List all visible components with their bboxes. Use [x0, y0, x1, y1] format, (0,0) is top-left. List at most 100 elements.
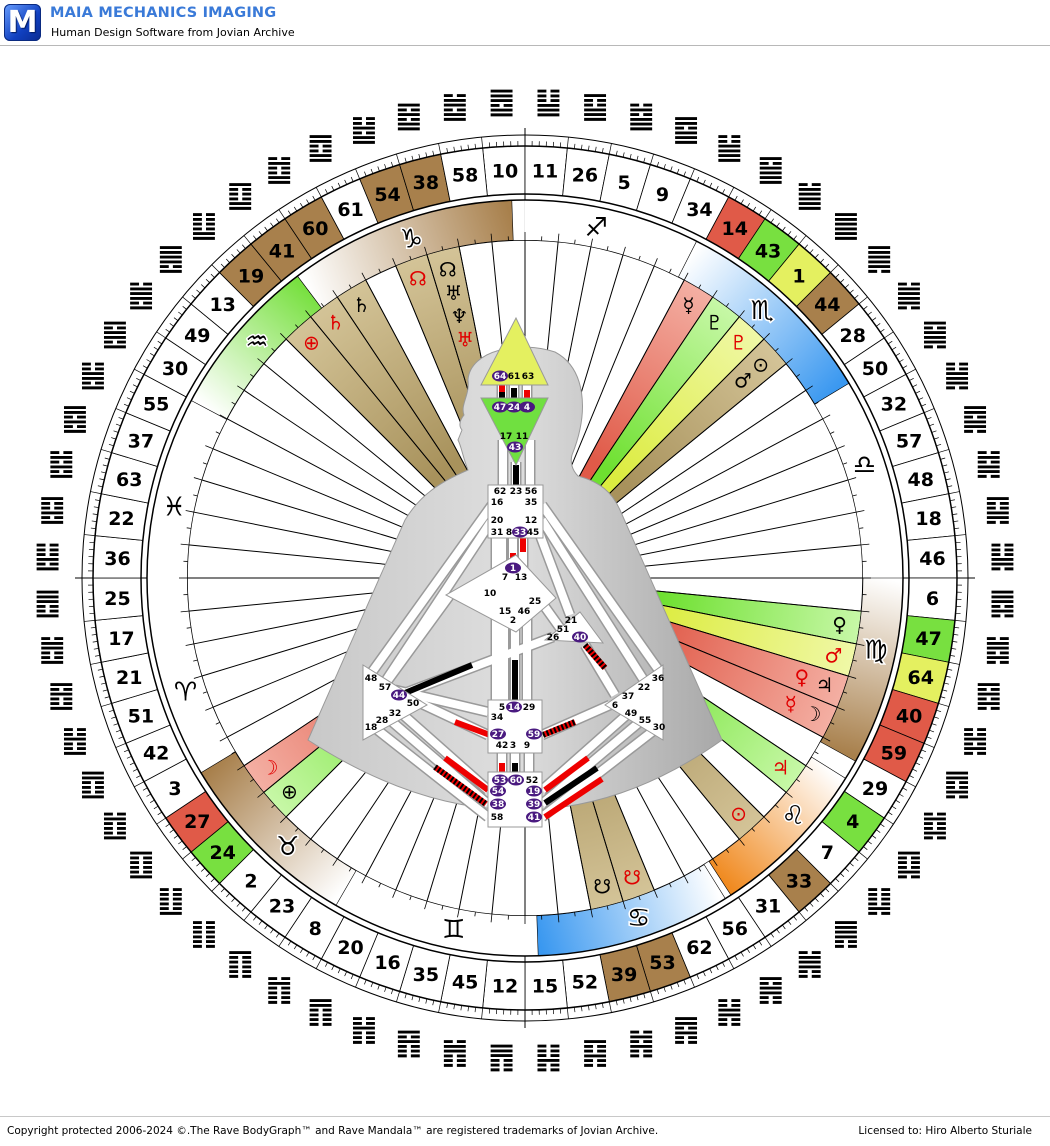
tick	[934, 717, 939, 719]
tick	[101, 449, 112, 452]
tick	[338, 183, 340, 188]
planet-symbol-icon: ♇	[730, 330, 748, 354]
tick	[221, 264, 224, 268]
tick	[868, 312, 872, 315]
bodygraph-gate-label: 10	[484, 589, 497, 599]
tick	[912, 385, 916, 387]
tick	[237, 903, 240, 907]
tick	[888, 341, 892, 344]
tick	[609, 144, 611, 155]
bodygraph-gate-label: 54	[492, 787, 505, 797]
hexagram-icon: ䷺	[944, 766, 971, 801]
tick	[259, 921, 262, 925]
tick	[433, 151, 434, 156]
tick	[588, 1005, 589, 1010]
bodygraph-gate-label: 36	[652, 674, 665, 684]
hexagram-icon: ䷳	[582, 1035, 609, 1070]
tick	[710, 969, 712, 974]
hexagram-icon: ䷞	[796, 946, 823, 981]
zodiac-capricorn-icon: ♑	[400, 225, 423, 255]
gate-number: 36	[104, 548, 130, 570]
bodygraph-gate-label: 22	[638, 683, 651, 693]
tick	[461, 146, 462, 151]
bodygraph-gate-label: 14	[508, 703, 521, 713]
bodygraph-gate-label: 16	[491, 498, 504, 508]
zodiac-pisces-icon: ♓	[163, 493, 186, 523]
gate-number: 52	[572, 972, 598, 994]
hexagram-icon: ䷅	[989, 585, 1016, 620]
tick	[690, 169, 694, 179]
planet-symbol-icon: ♂	[734, 369, 752, 393]
tick	[759, 211, 762, 215]
gate-number: 11	[532, 160, 558, 182]
gate-number: 13	[209, 294, 235, 316]
tick	[133, 769, 137, 771]
tick	[588, 146, 589, 151]
tick	[830, 883, 838, 891]
tick	[396, 991, 399, 1002]
hexagram-icon: ䷲	[61, 723, 88, 758]
tick	[396, 154, 399, 165]
bodygraph-gate-label: 62	[494, 487, 507, 497]
tick	[918, 756, 923, 758]
gate-number: 64	[908, 667, 934, 689]
tick	[710, 183, 712, 188]
tick	[183, 852, 192, 859]
hexagram-icon: ䷰	[128, 277, 155, 312]
hexagram-icon: ䷸	[962, 401, 989, 436]
gate-number: 58	[452, 164, 478, 186]
bodygraph-gate-label: 5	[499, 703, 505, 713]
tick	[412, 995, 413, 1000]
tick	[944, 683, 949, 684]
hexagram-icon: ䷷	[757, 972, 784, 1007]
hexagram-icon: ䷝	[102, 316, 129, 351]
tick	[95, 500, 100, 501]
tick	[916, 763, 921, 765]
tick	[845, 868, 849, 871]
tick	[703, 971, 705, 976]
tick	[741, 200, 744, 204]
tick	[863, 306, 867, 309]
tick	[753, 207, 756, 211]
tick	[921, 404, 926, 406]
tick	[192, 295, 196, 298]
tick	[876, 830, 880, 833]
tick	[166, 329, 170, 332]
tick	[93, 514, 98, 515]
tick	[426, 152, 427, 157]
gate-number: 62	[686, 937, 712, 959]
tick	[830, 265, 838, 273]
hexagram-icon: ䷍	[757, 152, 784, 187]
tick	[313, 196, 315, 200]
tick	[385, 164, 387, 169]
tick	[940, 697, 945, 698]
tick	[92, 521, 97, 522]
bodygraph-gate-label: 57	[379, 683, 392, 693]
tick	[114, 724, 119, 726]
hexagram-icon: ䷚	[128, 847, 155, 882]
tick	[99, 479, 104, 480]
planet-symbol-icon: ♃	[771, 755, 789, 779]
tick	[143, 788, 147, 790]
tick	[201, 868, 205, 871]
bodygraph-gate-label: 29	[523, 703, 536, 713]
hexagram-icon: ䷑	[984, 492, 1011, 527]
tick	[595, 1004, 596, 1009]
tick	[300, 949, 303, 953]
tick	[157, 818, 166, 824]
tick	[671, 167, 673, 172]
tick	[899, 794, 903, 797]
hexagram-icon: ䷫	[866, 241, 893, 276]
zodiac-aries-icon: ♈	[174, 678, 197, 708]
tick	[954, 627, 959, 628]
tick	[378, 167, 380, 172]
tick	[896, 353, 900, 356]
tick	[906, 369, 916, 374]
planet-symbol-icon: ♀	[794, 665, 809, 689]
planet-symbol-icon: ⊕	[281, 780, 298, 804]
tick	[174, 318, 178, 321]
tick	[92, 634, 97, 635]
tick	[916, 391, 921, 393]
tick	[845, 285, 849, 288]
bodygraph-gate-label: 28	[376, 716, 389, 726]
